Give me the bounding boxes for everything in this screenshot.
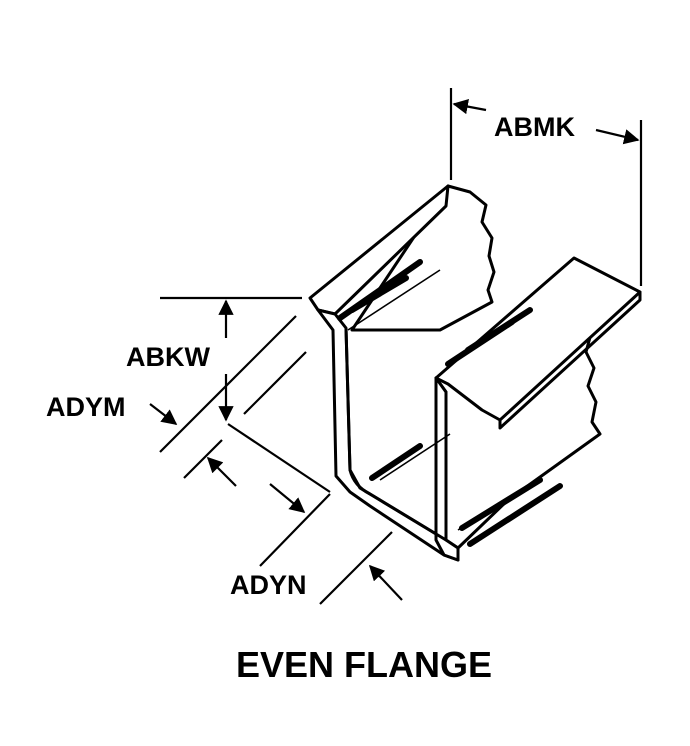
diagram-caption: EVEN FLANGE bbox=[236, 644, 492, 685]
hatch-10 bbox=[457, 489, 521, 531]
abmk-arrow-left bbox=[452, 98, 487, 115]
adyn-extension-right bbox=[319, 531, 393, 605]
adym-label: ADYM bbox=[46, 392, 126, 422]
dimension-adym: ADYM bbox=[46, 315, 307, 479]
hatch-7 bbox=[467, 483, 563, 547]
hatch-5 bbox=[369, 443, 423, 481]
adyn-arrow-bottom bbox=[368, 564, 403, 601]
adyn-extension-left bbox=[259, 493, 331, 567]
hatch-8 bbox=[347, 269, 441, 331]
adyn-arrow-left bbox=[206, 456, 237, 487]
adym-extension-2 bbox=[183, 439, 223, 479]
inner-bend-edge bbox=[344, 327, 447, 542]
abmk-arrow-right bbox=[595, 128, 640, 145]
right-flange-thickness bbox=[498, 292, 642, 430]
hatch-6 bbox=[459, 477, 543, 531]
dimension-adyn: ADYN bbox=[206, 423, 403, 605]
abmk-label: ABMK bbox=[494, 112, 575, 142]
dimension-abkw: ABKW bbox=[126, 296, 302, 422]
adym-extension-1 bbox=[159, 315, 297, 453]
adym-arrow bbox=[149, 403, 178, 425]
hatch-4 bbox=[465, 307, 533, 353]
dimension-abmk: ABMK bbox=[449, 88, 643, 286]
adyn-label: ADYN bbox=[230, 570, 307, 600]
channel-part bbox=[308, 184, 642, 562]
adyn-arrow-right bbox=[269, 483, 306, 513]
left-top-flange bbox=[308, 184, 450, 316]
right-wall bbox=[434, 376, 460, 562]
adym-extension-3 bbox=[243, 351, 307, 415]
hatch-9 bbox=[379, 433, 451, 481]
hatch-2 bbox=[349, 275, 409, 313]
abkw-label: ABKW bbox=[126, 342, 210, 372]
back-wall bbox=[350, 184, 496, 332]
adyn-extension-top bbox=[227, 423, 331, 493]
